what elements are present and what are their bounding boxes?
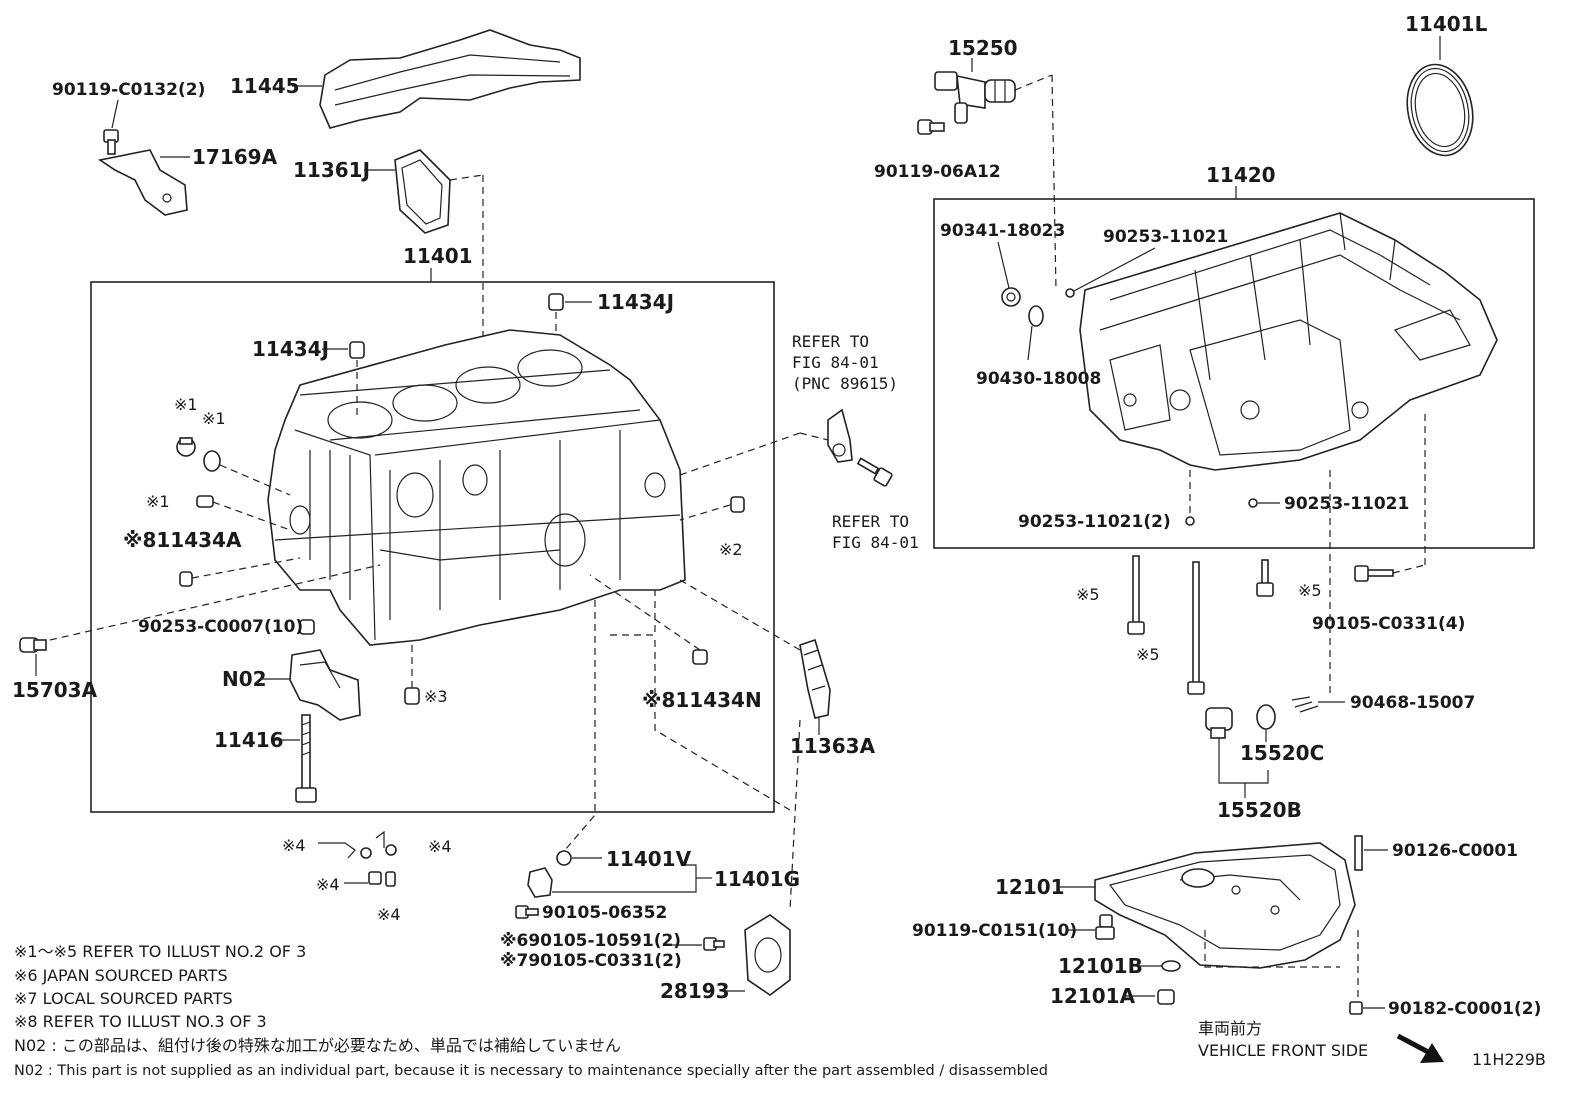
label-15703A: 15703A (12, 678, 98, 702)
label-90253-11021-2: 90253-11021(2) (1018, 512, 1171, 532)
front-label-en: VEHICLE FRONT SIDE (1198, 1041, 1368, 1060)
note-3: ※7 LOCAL SOURCED PARTS (14, 989, 233, 1008)
label-ref1-b: ※1 (202, 409, 226, 428)
oil-pan-drawing (1094, 842, 1356, 969)
label-12101A: 12101A (1050, 984, 1136, 1008)
refer-pnc: (PNC 89615) (792, 374, 898, 393)
label-90119-C0132: 90119-C0132(2) (52, 80, 205, 100)
label-90105-C0331-4: 90105-C0331(4) (1312, 614, 1465, 634)
label-90119-06A12: 90119-06A12 (874, 162, 1001, 182)
label-90105-10591: ※690105-10591(2) (500, 931, 681, 951)
label-ref4-a: ※4 (282, 836, 306, 855)
label-90253-11021-top: 90253-11021 (1103, 227, 1228, 247)
refer-to-1: REFER TO (792, 332, 869, 351)
label-11434J-left: 11434J (252, 337, 329, 361)
label-ref5-b: ※5 (1136, 645, 1160, 664)
label-90182-C0001: 90182-C0001(2) (1388, 999, 1541, 1019)
note-5: N02 : この部品は、組付け後の特殊な加工が必要なため、単品では補給していませ… (14, 1036, 621, 1055)
oil-filter-union-drawing (1205, 704, 1276, 739)
bolt-ref5-drawings (1127, 555, 1394, 695)
oil-pan-bolt-drawing (1095, 914, 1115, 940)
gasket-11361J-drawing (394, 149, 451, 234)
note-2: ※6 JAPAN SOURCED PARTS (14, 966, 228, 985)
label-11434N: ※811434N (642, 688, 762, 712)
label-11434A: ※811434A (123, 528, 242, 552)
label-90430-18008: 90430-18008 (976, 369, 1101, 389)
illustration-code: 11H229B (1472, 1050, 1546, 1069)
label-12101: 12101 (995, 875, 1065, 899)
refer-to-2: REFER TO (832, 512, 909, 531)
label-90105-C0331-2: ※790105-C0331(2) (500, 951, 682, 971)
label-12101B: 12101B (1058, 954, 1143, 978)
note-4: ※8 REFER TO ILLUST NO.3 OF 3 (14, 1012, 267, 1031)
cylinder-block-drawing (267, 329, 686, 646)
bearing-cap-N02-drawing (289, 649, 361, 721)
label-28193: 28193 (660, 979, 730, 1003)
label-11361J: 11361J (293, 158, 370, 182)
label-17169A: 17169A (192, 145, 278, 169)
label-90119-C0151: 90119-C0151(10) (912, 921, 1077, 941)
crankcase-frame (933, 198, 1535, 549)
plug-15703A-drawing (19, 637, 47, 653)
label-ref1-c: ※1 (146, 492, 170, 511)
label-11401: 11401 (403, 244, 473, 268)
engine-cover-11445-drawing (319, 29, 581, 129)
ref4-parts-drawing (318, 830, 397, 887)
label-90253-C0007: 90253-C0007(10) (138, 617, 303, 637)
label-ref4-b: ※4 (428, 837, 452, 856)
knock-sensor-drawing (827, 408, 853, 463)
label-90126-C0001: 90126-C0001 (1392, 841, 1518, 861)
plate-bolt-drawing (703, 937, 725, 951)
label-90341-18023: 90341-18023 (940, 221, 1065, 241)
bolt-90119-C0132-drawing (103, 129, 119, 155)
label-11401L: 11401L (1405, 12, 1488, 36)
oil-control-valve-drawing (934, 71, 1016, 124)
label-11401G: 11401G (714, 867, 800, 891)
label-N02: N02 (222, 667, 267, 691)
label-ref5-c: ※5 (1298, 581, 1322, 600)
label-ref5-a: ※5 (1076, 585, 1100, 604)
label-ref1-a: ※1 (174, 395, 198, 414)
label-11445: 11445 (230, 74, 300, 98)
label-ref4-c: ※4 (316, 875, 340, 894)
label-15520C: 15520C (1240, 741, 1324, 765)
label-11363A: 11363A (790, 734, 876, 758)
seal-plate-28193-drawing (744, 914, 791, 996)
bolt-90119-06A12-drawing (917, 119, 945, 135)
label-ref2: ※2 (719, 540, 743, 559)
label-90253-11021-right: 90253-11021 (1284, 494, 1409, 514)
label-11416: 11416 (214, 728, 284, 752)
crank-position-sensor-drawing (527, 867, 553, 898)
note-6: N02 : This part is not supplied as an in… (14, 1063, 1048, 1079)
oil-seal-ring-drawing (1406, 63, 1474, 157)
crankcase-drawing (1079, 212, 1498, 471)
refer-fig-2: FIG 84-01 (832, 533, 919, 552)
label-90468-15007: 90468-15007 (1350, 693, 1475, 713)
label-90105-06352: 90105-06352 (542, 903, 667, 923)
bolt-11416-drawing (295, 714, 317, 803)
front-arrow-icon (1396, 1033, 1444, 1063)
label-15520B: 15520B (1217, 798, 1302, 822)
label-11401V: 11401V (606, 847, 692, 871)
label-11434J-top: 11434J (597, 290, 674, 314)
sensor-bolt-drawing (515, 905, 539, 919)
pipe-11363A-drawing (799, 638, 831, 719)
cylinder-block-frame (90, 281, 775, 813)
note-1: ※1～※5 REFER TO ILLUST NO.2 OF 3 (14, 942, 306, 961)
label-ref3: ※3 (424, 687, 448, 706)
front-label-jp: 車両前方 (1198, 1019, 1262, 1038)
bracket-17169A-drawing (97, 149, 188, 216)
refer-fig-1: FIG 84-01 (792, 353, 879, 372)
label-11420: 11420 (1206, 163, 1276, 187)
label-ref4-d: ※4 (377, 905, 401, 924)
label-15250: 15250 (948, 36, 1018, 60)
knock-sensor-bolt-drawing (856, 457, 893, 487)
